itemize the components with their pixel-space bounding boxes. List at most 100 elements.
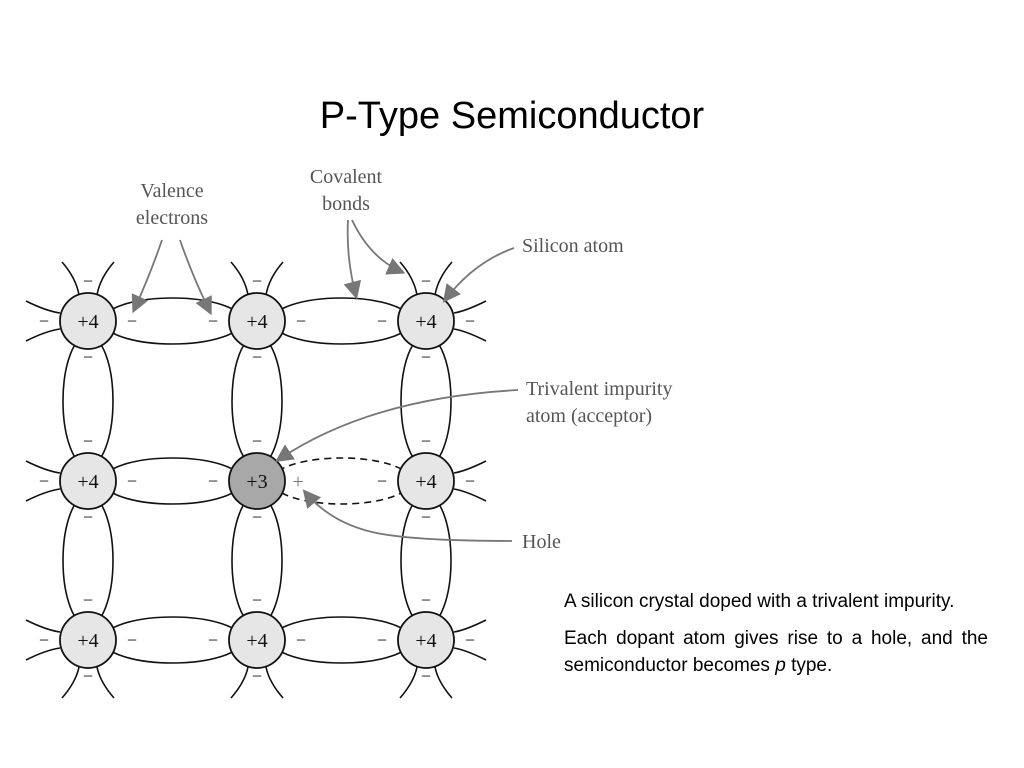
label-covalent-line1: Covalent [310,166,383,188]
silicon-atom [59,611,117,669]
covalent-bond-h [101,616,244,664]
edge-bond-right [453,328,487,342]
atom-charge-label: +3 [246,471,267,493]
valence-electron: − [296,311,306,331]
pointer-silicon-atom [442,247,515,303]
valence-electron: − [83,271,93,291]
edge-bond-bottom [265,666,284,699]
edge-bond-top [230,261,249,296]
valence-electron: − [377,311,387,331]
edge-bond-left [25,647,61,661]
edge-bond-right [453,488,487,502]
edge-bond-bottom [434,666,453,699]
edge-bond-left [25,300,61,314]
covalent-bond-h [101,297,244,345]
valence-electron: − [421,590,431,610]
valence-electron: − [465,630,475,650]
edge-bond-bottom [61,666,80,699]
valence-electron: − [377,471,387,491]
atom-charge-label: +4 [77,630,98,652]
valence-electron: − [208,471,218,491]
edge-bond-top [265,261,284,296]
covalent-bond-h [270,297,413,345]
silicon-atom [228,611,286,669]
label-pointers [131,219,519,542]
diagram-labels: Valence electrons Covalent bonds Silicon… [136,166,673,553]
edge-bond-bottom [399,666,418,699]
valence-electron: − [252,271,262,291]
caption-paragraph-2: Each dopant atom gives rise to a hole, a… [564,625,988,679]
valence-electron: − [83,347,93,367]
hole-marker: + [292,471,303,493]
silicon-atom [397,292,455,350]
edge-bond-left [25,328,61,342]
valence-electron: − [83,590,93,610]
acceptor-atom [228,452,286,510]
valence-electron: − [421,271,431,291]
pointer-covalent-left [343,219,362,300]
covalent-bond-h [101,457,244,505]
label-valence-line1: Valence [140,180,203,202]
valence-electron: − [465,471,475,491]
atom-charge-label: +4 [77,471,98,493]
pointer-covalent-right [351,219,406,275]
valence-electron: − [377,630,387,650]
edge-bond-right [453,647,487,661]
valence-electron: − [39,471,49,491]
label-trivalent-line1: Trivalent impurity [526,378,672,400]
caption-p2-end: type. [785,655,833,676]
pointer-acceptor [275,389,519,463]
valence-electron: − [252,666,262,686]
edge-bond-bottom [230,666,249,699]
edge-bond-bottom [96,666,115,699]
valence-electron: − [208,630,218,650]
valence-electron: − [421,431,431,451]
slide-title: P-Type Semiconductor [319,95,705,138]
valence-electron: − [127,471,137,491]
edge-bond-top [434,261,453,296]
edge-bond-top [399,261,418,296]
caption-p2-italic: p [775,655,786,676]
edge-bond-left [25,488,61,502]
valence-electron: − [421,347,431,367]
edge-bond-right [453,300,487,314]
valence-electron: − [465,311,475,331]
atom-charge-label: +4 [415,311,436,333]
valence-electron: − [421,666,431,686]
atom-charge-label: +4 [415,471,436,493]
label-silicon-atom: Silicon atom [522,235,624,257]
valence-electron: − [252,347,262,367]
edge-bond-right [453,460,487,474]
valence-electron: − [39,630,49,650]
edge-bond-top [96,261,115,296]
silicon-atom [397,611,455,669]
edge-bond-left [25,619,61,633]
valence-electron: − [39,311,49,331]
edge-bond-top [61,261,80,296]
silicon-atom [228,292,286,350]
pointer-hole [302,489,513,542]
valence-electron: − [421,507,431,527]
atom-charge-label: +4 [246,311,267,333]
atom-charge-label: +4 [77,311,98,333]
silicon-atom [59,292,117,350]
valence-electron: − [83,431,93,451]
atoms: +4 +4 +4 +4 +3 +4 +4 +4 +4 [59,292,455,669]
caption-p2-text: Each dopant atom gives rise to a hole, a… [564,628,988,676]
caption-paragraph-1: A silicon crystal doped with a trivalent… [564,591,955,612]
label-covalent-line2: bonds [322,193,370,215]
silicon-atom [397,452,455,510]
caption: A silicon crystal doped with a trivalent… [564,588,988,689]
edge-bond-left [25,460,61,474]
valence-electron: − [83,666,93,686]
valence-electron: − [127,630,137,650]
valence-electron: − [252,507,262,527]
valence-electron: − [252,590,262,610]
label-trivalent-line2: atom (acceptor) [526,405,652,427]
atom-charge-label: +4 [246,630,267,652]
atom-charge-label: +4 [415,630,436,652]
valence-electron: − [83,507,93,527]
silicon-atom [59,452,117,510]
label-valence-line2: electrons [136,207,208,229]
